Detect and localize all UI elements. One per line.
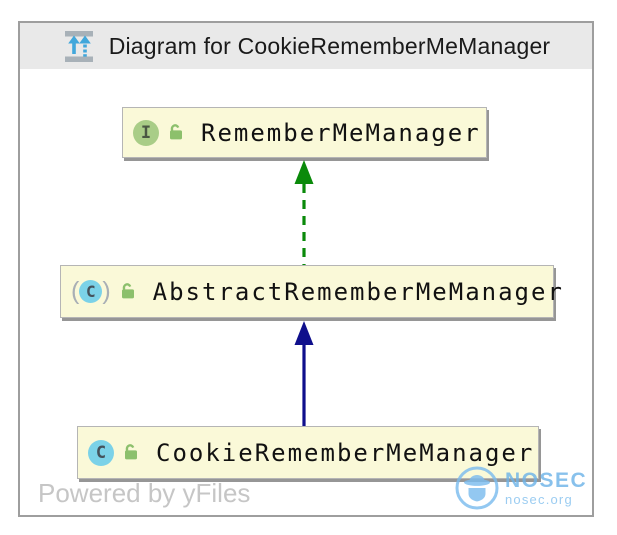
diagram-title: Diagram for CookieRememberMeManager (108, 32, 551, 59)
node-cookie-remember-me-manager[interactable]: C CookieRememberMeManager (77, 426, 539, 479)
node-abstract-remember-me-manager[interactable]: ( C ) AbstractRememberMeManager (60, 265, 562, 318)
class-icon: C (88, 439, 114, 466)
public-unlocked-icon (118, 281, 137, 305)
node-remember-me-manager[interactable]: I RememberMeManager (122, 107, 487, 158)
nosec-logo-title: NOSEC (505, 469, 588, 492)
nosec-shield-icon (454, 465, 500, 511)
nosec-logo-url: nosec.org (505, 492, 573, 507)
public-unlocked-icon (121, 442, 140, 466)
public-unlocked-icon (166, 122, 185, 146)
interface-icon: I (133, 119, 159, 146)
extends-edge[interactable] (292, 321, 316, 426)
abstract-paren-open: ( (71, 277, 80, 305)
implements-edge[interactable] (292, 160, 316, 266)
node-label: AbstractRememberMeManager (152, 277, 564, 306)
node-label: CookieRememberMeManager (156, 438, 535, 467)
class-letter: C (79, 280, 103, 303)
hierarchy-diagram-icon (62, 30, 96, 62)
yfiles-watermark: Powered by yFiles (38, 478, 251, 508)
diagram-popup-frame: Diagram for CookieRememberMeManager I Re… (18, 21, 594, 517)
node-label: RememberMeManager (201, 118, 481, 147)
abstract-class-icon: ( C ) (71, 277, 111, 305)
abstract-paren-close: ) (102, 277, 111, 305)
diagram-title-bar: Diagram for CookieRememberMeManager (20, 23, 592, 69)
nosec-logo: NOSEC nosec.org (454, 465, 587, 511)
